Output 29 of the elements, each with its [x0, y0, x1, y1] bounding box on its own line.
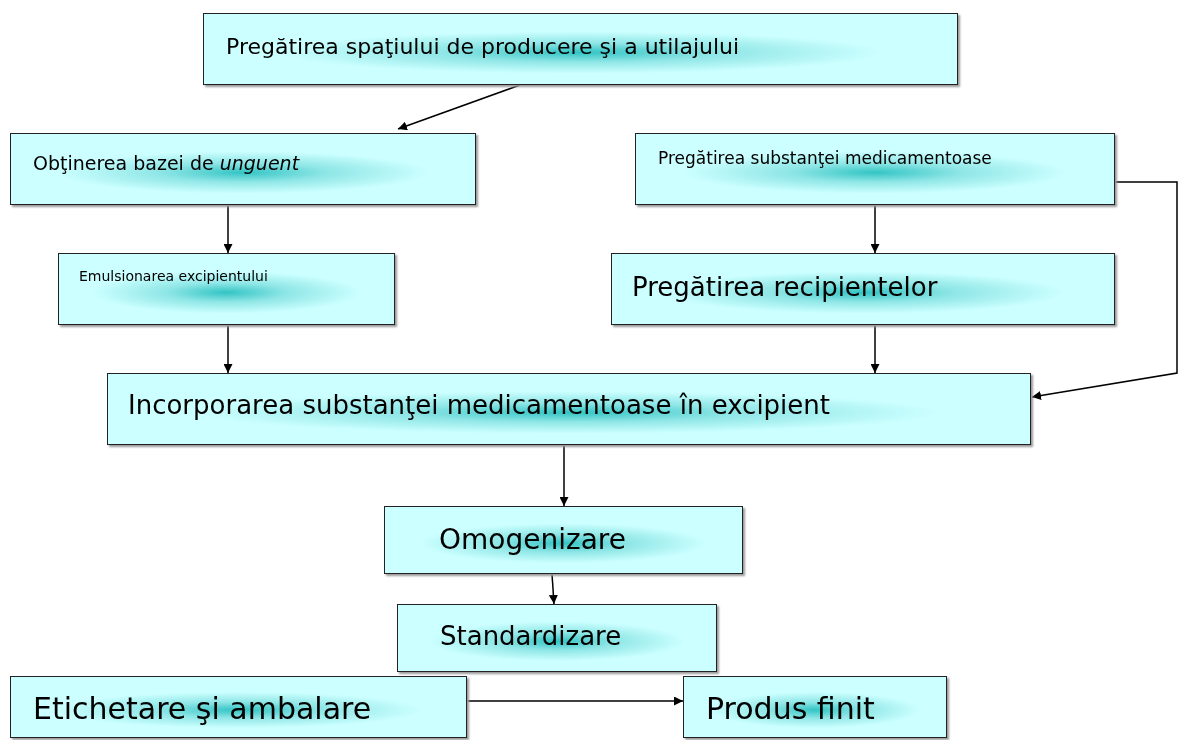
step-label: Incorporarea substanţei medicamentoase în excipient [128, 390, 830, 420]
process-box [203, 13, 958, 85]
step-label: Obţinerea bazei de unguent [33, 152, 300, 174]
process-box [10, 676, 467, 738]
step-label: Pregătirea substanţei medicamentoase [658, 148, 992, 168]
step-label: Omogenizare [439, 523, 626, 556]
process-box [683, 676, 947, 738]
process-box [397, 604, 717, 672]
process-box [384, 506, 743, 574]
process-box [58, 253, 395, 325]
process-box [107, 373, 1031, 445]
step-label: Emulsionarea excipientului [79, 268, 268, 284]
arrow [559, 444, 569, 507]
process-box [611, 253, 1115, 325]
arrow [870, 324, 880, 374]
step-label: Pregătirea spaţiului de producere şi a utilajului [226, 34, 740, 59]
step-label: Produs finit [706, 691, 875, 726]
step-label: Standardizare [440, 621, 622, 651]
arrow [1031, 181, 1178, 400]
arrow [466, 696, 684, 706]
step-label: Pregătirea recipientelor [632, 272, 938, 302]
arrow [397, 84, 521, 131]
arrow [223, 204, 233, 254]
step-label: Etichetare şi ambalare [33, 691, 372, 726]
process-box [635, 133, 1115, 205]
arrow [548, 573, 558, 605]
arrow [870, 204, 880, 254]
arrow [223, 324, 233, 374]
process-box [10, 133, 476, 205]
